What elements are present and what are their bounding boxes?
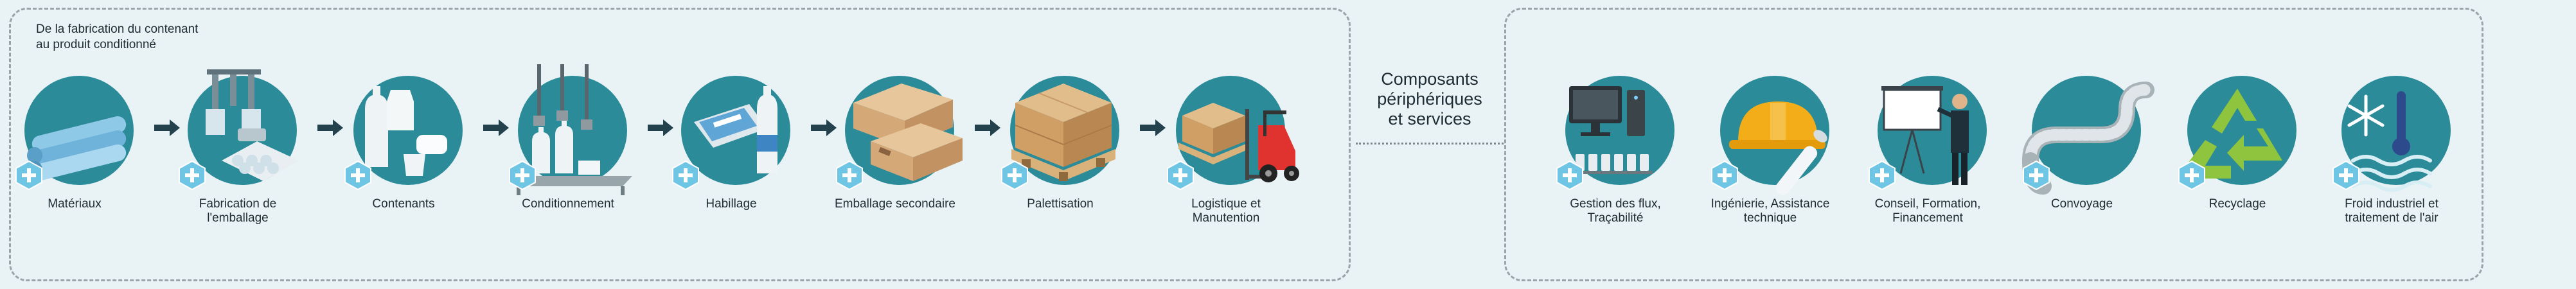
services-title-line-1: Composants xyxy=(1381,69,1479,89)
process_steps-step-labeled-bottle: Habillage xyxy=(654,64,808,257)
plus-icon[interactable] xyxy=(14,160,44,191)
plus-icon[interactable] xyxy=(1555,160,1585,191)
labeled-bottle-icon xyxy=(694,86,777,173)
step-label: Contenants xyxy=(326,197,481,211)
flow-arrow-icon xyxy=(648,119,673,136)
plus-icon[interactable] xyxy=(2177,160,2207,191)
service_steps-step-computer: Gestion des flux,Traçabilité xyxy=(1538,64,1692,257)
blow-molding-icon xyxy=(206,69,299,181)
plus-icon[interactable] xyxy=(2021,160,2051,191)
step-label-line: Gestion des flux, xyxy=(1570,197,1661,211)
step-label-line: Froid industriel et xyxy=(2345,197,2438,211)
pallet-icon xyxy=(1011,83,1115,181)
step-label-line: Conseil, Formation, xyxy=(1874,197,1981,211)
cardboard-boxes-icon xyxy=(853,83,963,181)
step-label-line: Contenants xyxy=(372,197,435,211)
flow-arrow-icon xyxy=(811,119,837,136)
step-label-line: technique xyxy=(1743,211,1797,225)
step-label-line: Palettisation xyxy=(1027,197,1094,211)
services-title: Composants périphériques et services xyxy=(1369,69,1491,129)
step-label-line: Ingénierie, Assistance xyxy=(1710,197,1830,211)
process_steps-step-pallet: Palettisation xyxy=(983,64,1137,257)
step-label: Matériaux xyxy=(0,197,152,211)
process_steps-step-containers: Contenants xyxy=(326,64,481,257)
snowflake-icon xyxy=(2347,91,2432,192)
plus-icon[interactable] xyxy=(1000,160,1029,191)
plus-icon[interactable] xyxy=(1166,160,1195,191)
filling-machine-icon xyxy=(510,64,632,195)
intro-line-1: De la fabrication du contenant xyxy=(36,22,199,36)
step-label: Convoyage xyxy=(2005,197,2159,211)
intro-text: De la fabrication du contenant au produi… xyxy=(36,22,280,53)
hardhat-icon xyxy=(1729,101,1827,195)
step-label-line: Fabrication de xyxy=(199,197,277,211)
plus-icon[interactable] xyxy=(508,160,537,191)
pipes-icon xyxy=(27,116,127,180)
plus-icon[interactable] xyxy=(1867,160,1897,191)
step-label-line: l'emballage xyxy=(207,211,269,225)
flow-arrow-icon xyxy=(975,119,1000,136)
step-label-line: Manutention xyxy=(1192,211,1260,225)
plus-icon[interactable] xyxy=(671,160,700,191)
computer-icon xyxy=(1569,86,1653,174)
step-label: Recyclage xyxy=(2160,197,2314,211)
containers-icon xyxy=(365,86,447,176)
step-label-line: Habillage xyxy=(706,197,757,211)
step-label-line: traitement de l'air xyxy=(2345,211,2438,225)
services-title-line-2: périphériques xyxy=(1377,89,1482,109)
step-label-line: Recyclage xyxy=(2208,197,2266,211)
flow-arrow-icon xyxy=(483,119,509,136)
service_steps-step-presentation: Conseil, Formation,Financement xyxy=(1851,64,2005,257)
process_steps-step-cardboard-boxes: Emballage secondaire xyxy=(818,64,972,257)
process_steps-step-pipes: Matériaux xyxy=(0,64,152,257)
step-label: Gestion des flux,Traçabilité xyxy=(1538,197,1692,225)
step-label-line: Logistique et xyxy=(1191,197,1261,211)
services-frame xyxy=(1504,8,2483,281)
process_steps-step-filling-machine: Conditionnement xyxy=(491,64,645,257)
plus-icon[interactable] xyxy=(835,160,864,191)
intro-line-2: au produit conditionné xyxy=(36,38,156,51)
plus-icon[interactable] xyxy=(343,160,373,191)
flow-arrow-icon xyxy=(1140,119,1166,136)
plus-icon[interactable] xyxy=(177,160,207,191)
services-title-line-3: et services xyxy=(1388,109,1471,128)
step-label: Emballage secondaire xyxy=(818,197,972,211)
step-label: Conditionnement xyxy=(491,197,645,211)
step-disc xyxy=(2341,76,2451,185)
step-label: Conseil, Formation,Financement xyxy=(1851,197,2005,225)
step-label-line: Emballage secondaire xyxy=(834,197,955,211)
plus-icon[interactable] xyxy=(2331,160,2361,191)
step-label-line: Traçabilité xyxy=(1587,211,1644,225)
step-label: Palettisation xyxy=(983,197,1137,211)
step-label-line: Conditionnement xyxy=(522,197,614,211)
flow-arrow-icon xyxy=(154,119,180,136)
dotted-connector xyxy=(1356,143,1504,144)
step-label: Habillage xyxy=(654,197,808,211)
service_steps-step-recycle: Recyclage xyxy=(2160,64,2314,257)
step-label-line: Convoyage xyxy=(2050,197,2113,211)
forklift-icon xyxy=(1178,103,1299,182)
process-chain-frame xyxy=(9,8,1351,281)
plus-icon[interactable] xyxy=(1710,160,1739,191)
flow-arrow-icon xyxy=(317,119,343,136)
step-label-line: Financement xyxy=(1892,211,1963,225)
service_steps-step-conveyor: Convoyage xyxy=(2005,64,2159,257)
presentation-icon xyxy=(1881,86,1969,185)
step-label-line: Matériaux xyxy=(48,197,102,211)
